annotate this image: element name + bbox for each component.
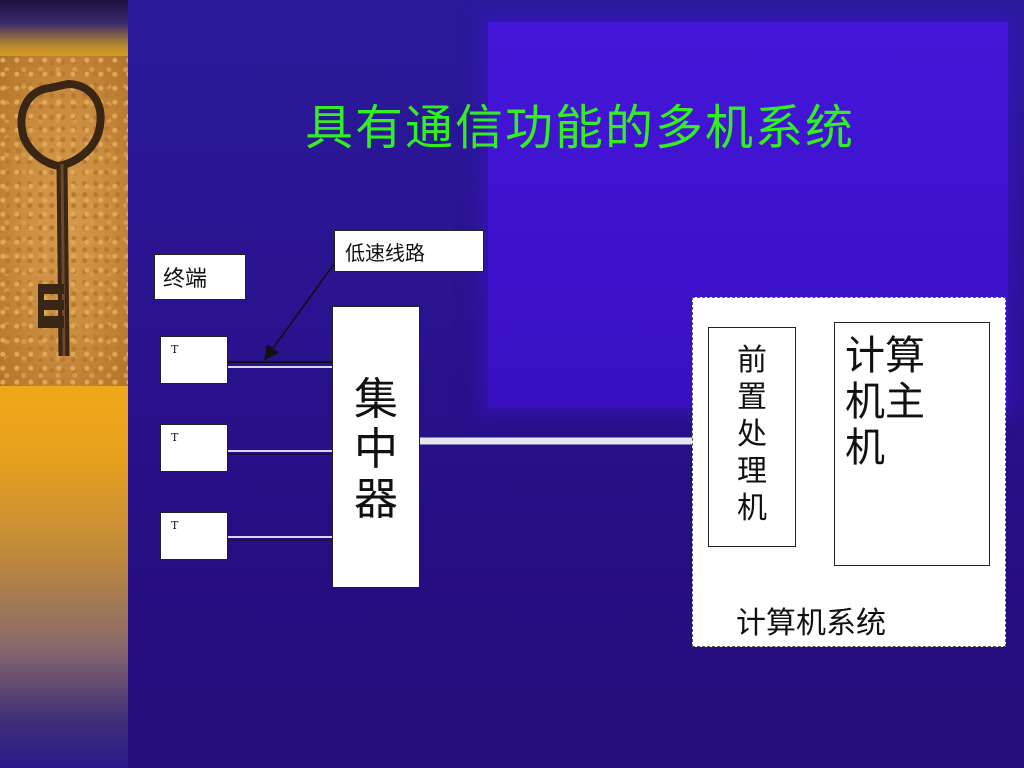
terminal-line <box>228 536 332 541</box>
terminal-box: T <box>160 424 228 472</box>
front-processor-char: 处 <box>737 417 767 452</box>
host-line: 机主 <box>845 379 925 425</box>
host-line: 计算 <box>845 333 925 379</box>
arrow-icon <box>264 263 335 361</box>
front-processor-char: 理 <box>737 454 767 489</box>
host-computer-box: 计算 机主 机 <box>834 322 990 566</box>
front-processor-box: 前 置 处 理 机 <box>708 327 796 547</box>
terminal-line <box>228 450 332 455</box>
slide-title: 具有通信功能的多机系统 <box>304 100 855 156</box>
concentrator-box: 集 中 器 <box>332 306 420 588</box>
concentrator-char: 中 <box>354 424 398 475</box>
front-processor-char: 置 <box>737 380 767 415</box>
terminal-label: 终端 <box>154 254 246 300</box>
key-photo <box>0 56 128 386</box>
terminal-box: T <box>160 336 228 384</box>
key-icon <box>17 79 105 357</box>
host-line: 机 <box>845 425 885 471</box>
front-processor-char: 机 <box>737 491 767 526</box>
computer-system-label: 计算机系统 <box>736 606 886 641</box>
low-speed-line-label: 低速线路 <box>334 230 484 272</box>
terminal-line <box>228 361 332 368</box>
concentrator-char: 器 <box>354 474 398 525</box>
front-processor-char: 前 <box>737 343 767 378</box>
terminal-box: T <box>160 512 228 560</box>
concentrator-char: 集 <box>354 374 398 425</box>
